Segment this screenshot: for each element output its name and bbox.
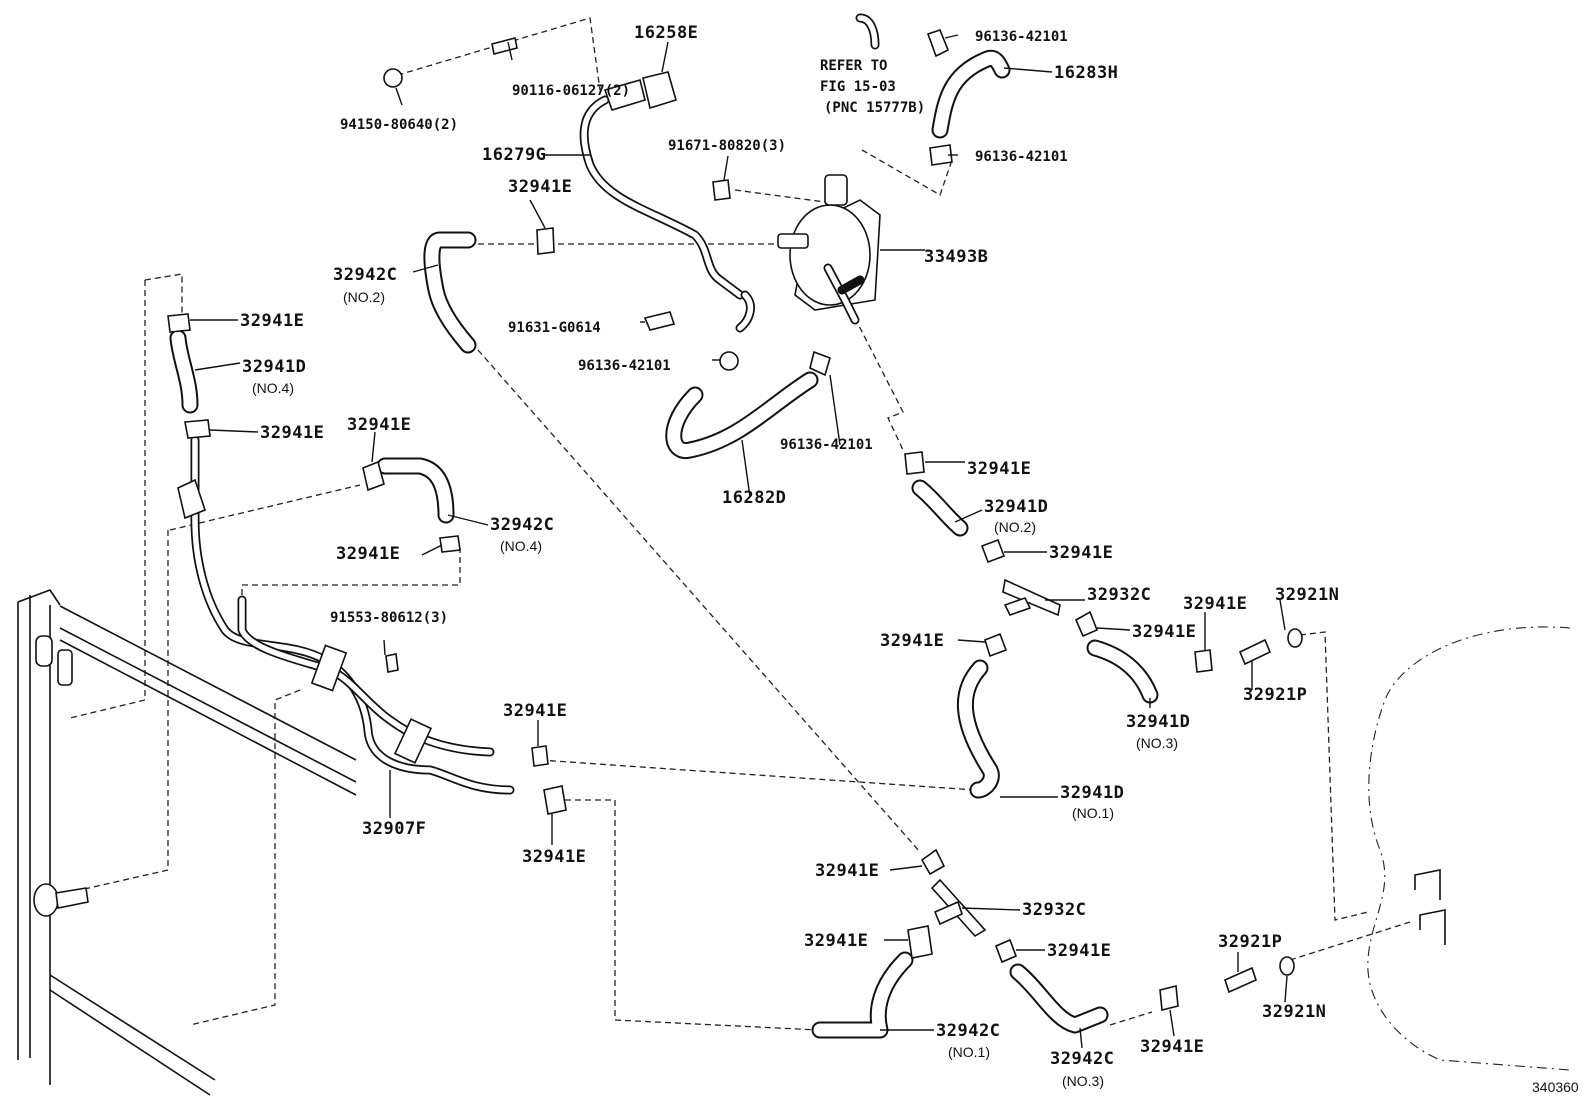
label-33493b: 33493B [924,247,988,267]
vacuum-pump [777,174,881,325]
oil-cooler-tube [177,435,515,795]
refer-note-line-1: REFER TO [820,58,887,74]
label-32942c-no1: 32942C [936,1021,1000,1041]
label-91671-80820: 91671-80820(3) [668,138,786,154]
label-32941d-no2: 32941D [984,497,1048,517]
label-32941e-14: 32941E [804,931,868,951]
transmission-case [1367,626,1571,1071]
label-91553-80612: 91553-80612(3) [330,610,448,626]
label-32942c-no1-sub: (NO.1) [948,1044,990,1060]
label-32941e-4: 32941E [347,415,411,435]
label-32941e-15: 32941E [1047,941,1111,961]
label-16279g: 16279G [482,145,546,165]
label-32941e-1: 32941E [508,177,572,197]
refer-note-line-3: (PNC 15777B) [824,100,925,116]
label-32941e-16: 32941E [1140,1037,1204,1057]
label-32942c-no3: 32942C [1050,1049,1114,1069]
label-32941e-9: 32941E [880,631,944,651]
label-16283h: 16283H [1054,63,1118,83]
label-32941e-13: 32941E [815,861,879,881]
label-32941e-12: 32941E [522,847,586,867]
label-32942c-no4: 32942C [490,515,554,535]
label-32941d-no3-sub: (NO.3) [1136,735,1178,751]
label-32941e-10: 32941E [1132,622,1196,642]
label-32921n-2: 32921N [1262,1002,1326,1022]
label-32941d-no2-sub: (NO.2) [994,519,1036,535]
label-16258e: 16258E [634,23,698,43]
label-32942c-no4-sub: (NO.4) [500,538,542,554]
label-32941e-6: 32941E [336,544,400,564]
leader-lines [190,34,1288,1049]
label-32942c-no3-sub: (NO.3) [1062,1073,1104,1089]
label-32921n-1: 32921N [1275,585,1339,605]
label-32941d-no4: 32941D [242,357,306,377]
label-32932c-2: 32932C [1022,900,1086,920]
label-96136-42101-d: 96136-42101 [780,437,873,453]
part-labels: 16258E 90116-06127(2) 94150-80640(2) 961… [240,23,1339,1089]
label-32921p-1: 32921P [1243,685,1307,705]
figure-id: 340360 [1532,1079,1579,1095]
label-32921p-2: 32921P [1218,932,1282,952]
label-32932c-1: 32932C [1087,585,1151,605]
label-32941e-11: 32941E [503,701,567,721]
label-91631-g0614: 91631-G0614 [508,320,601,336]
label-32942c-no2-sub: (NO.2) [343,289,385,305]
label-32941e-2: 32941E [240,311,304,331]
fittings [167,29,1303,1012]
label-32941d-no4-sub: (NO.4) [252,380,294,396]
label-32941e-8: 32941E [1183,594,1247,614]
label-96136-42101-c: 96136-42101 [578,358,671,374]
label-32941d-no3: 32941D [1126,712,1190,732]
label-90116-06127: 90116-06127(2) [512,83,630,99]
label-32941e-7: 32941E [1049,543,1113,563]
radiator [17,589,357,1096]
label-32941e-3: 32941E [260,423,324,443]
label-94150-80640: 94150-80640(2) [340,117,458,133]
label-96136-42101-b: 96136-42101 [975,149,1068,165]
label-32941d-no1: 32941D [1060,783,1124,803]
refer-note: REFER TO FIG 15-03 (PNC 15777B) [820,58,925,116]
hoses [169,13,1159,1039]
dashed-guides [69,17,1411,1031]
label-16282d: 16282D [722,488,786,508]
label-96136-42101-a: 96136-42101 [975,29,1068,45]
label-32941e-5: 32941E [967,459,1031,479]
label-32942c-no2: 32942C [333,265,397,285]
label-32907f: 32907F [362,819,426,839]
refer-note-line-2: FIG 15-03 [820,79,896,95]
label-32941d-no1-sub: (NO.1) [1072,805,1114,821]
